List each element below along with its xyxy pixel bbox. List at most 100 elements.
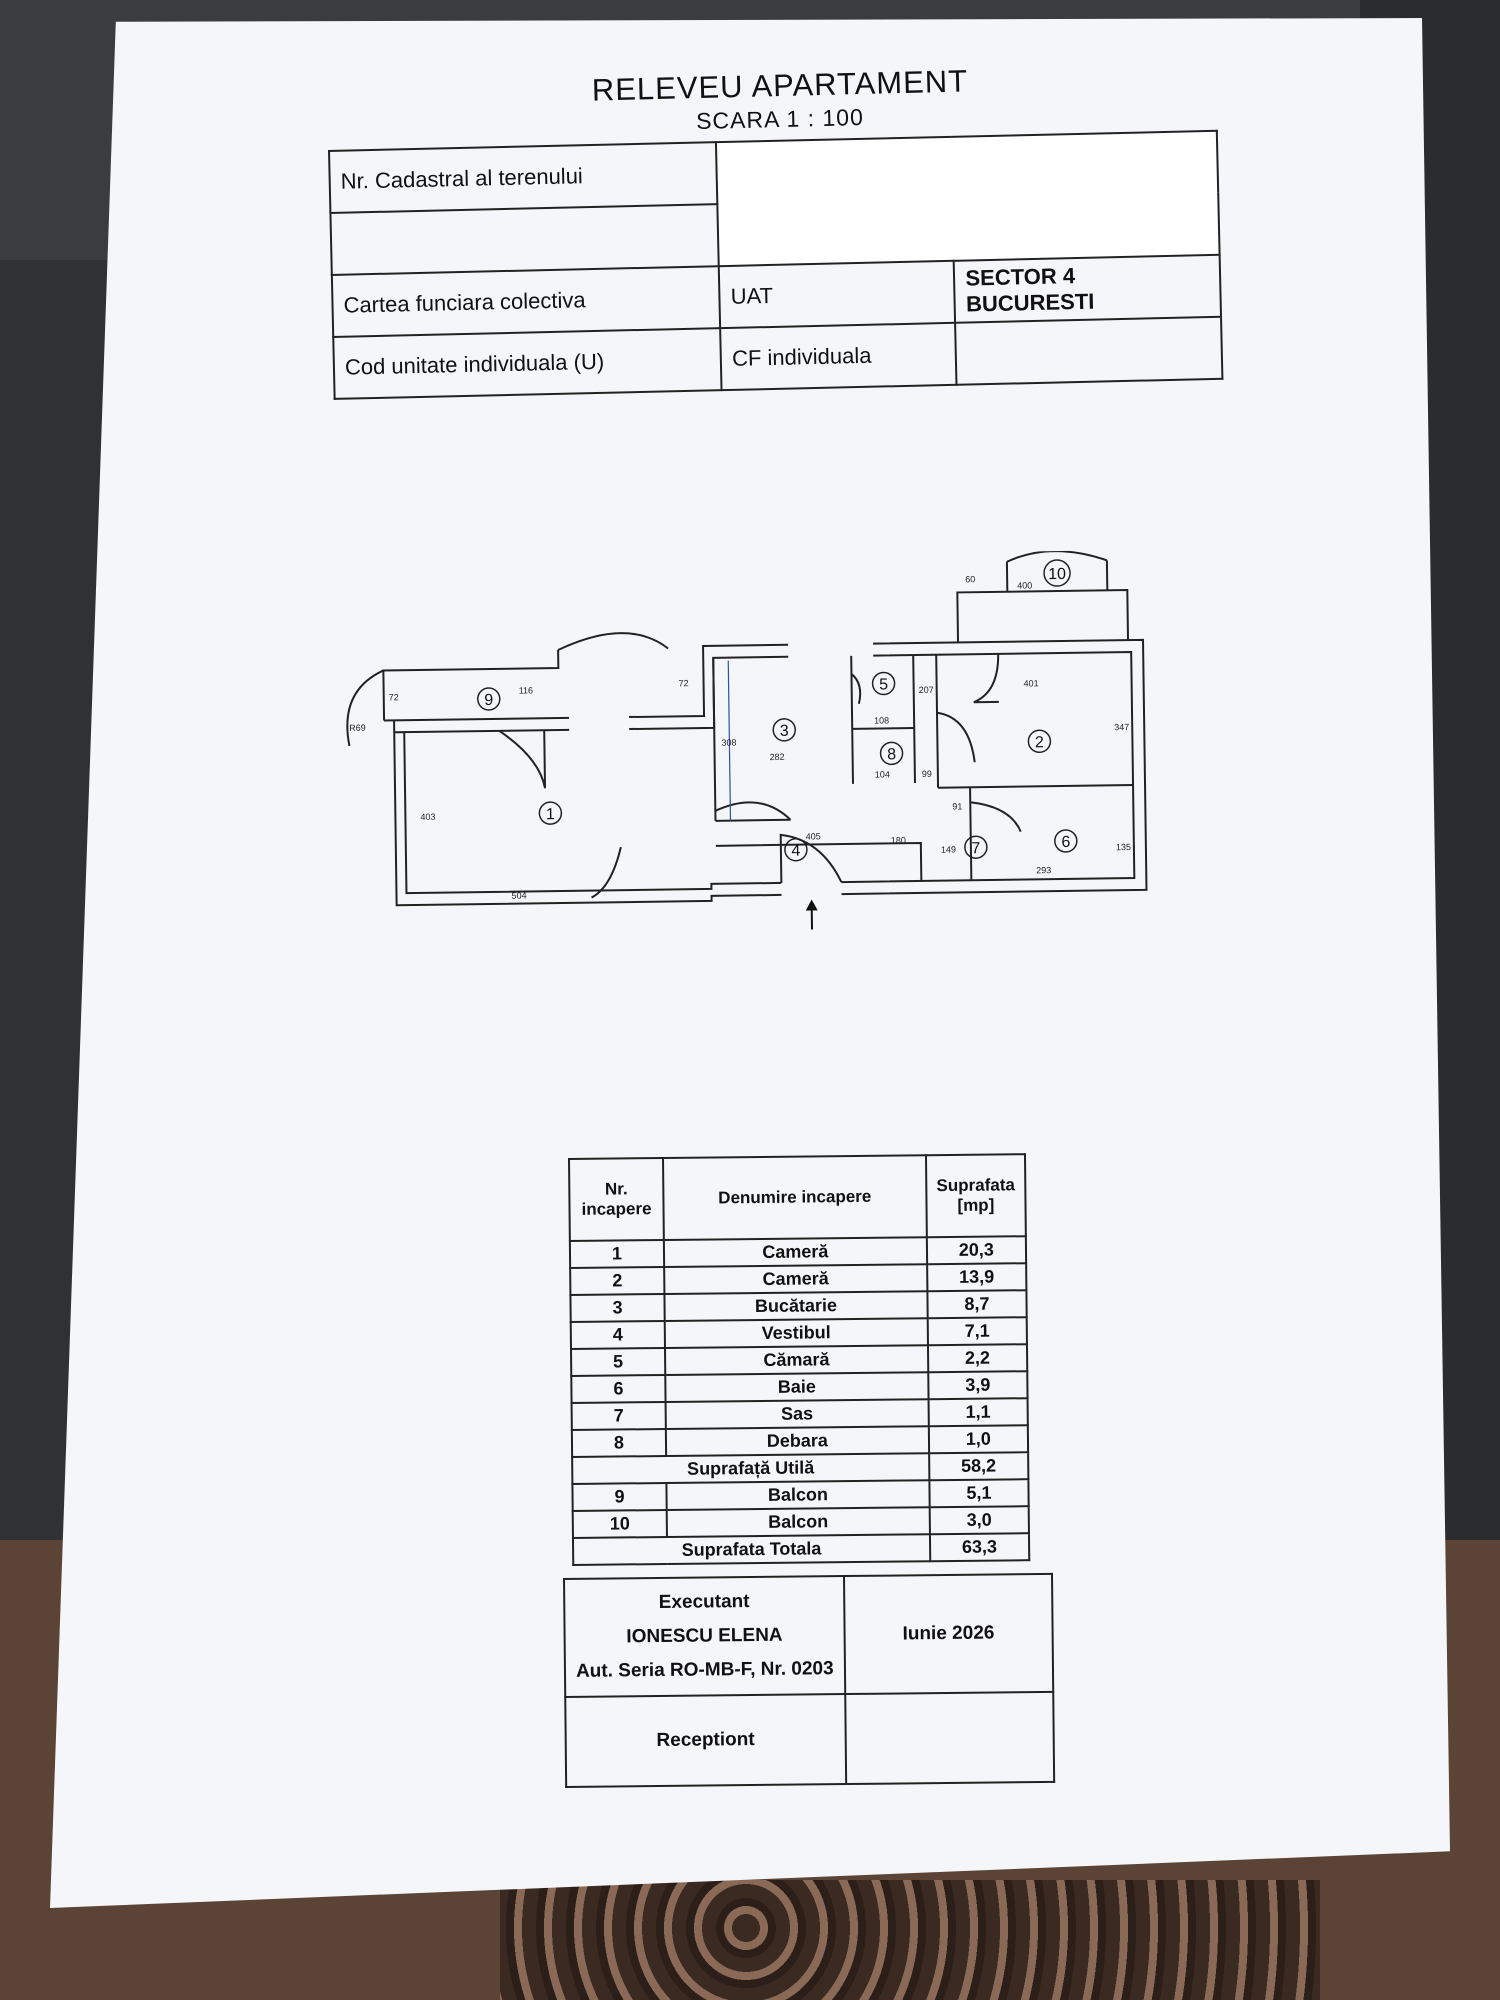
row-nr: 10 — [572, 1509, 667, 1538]
suprafata-totala-label: Suprafata Totala — [572, 1534, 930, 1565]
dim-400: 400 — [1017, 580, 1032, 590]
row-nr: 7 — [571, 1401, 666, 1430]
row-name: Vestibul — [664, 1318, 928, 1348]
room-marker-4: 4 — [784, 837, 808, 862]
suprafata-utila-label: Suprafață Utilă — [572, 1453, 930, 1484]
room-marker-7: 7 — [964, 835, 988, 859]
door-swing-balcony-9 — [498, 730, 547, 789]
header-nr: Nr. incapere — [569, 1158, 664, 1241]
dim-60: 60 — [965, 574, 975, 584]
dim-347: 347 — [1114, 722, 1129, 732]
cadastral-label: Nr. Cadastral al terenului — [329, 142, 718, 213]
dim-104: 104 — [875, 769, 890, 779]
wall-bath-top — [938, 784, 1134, 789]
signature-table: Executant IONESCU ELENA Aut. Seria RO-MB… — [563, 1573, 1055, 1788]
cod-unitate-label: Cod unitate individuala (U) — [333, 328, 722, 399]
balcony-9-rail — [382, 650, 560, 721]
balcony-10-rail — [956, 589, 1130, 643]
row-nr: 6 — [571, 1374, 666, 1403]
wall-pantry-bottom — [852, 727, 915, 730]
date-cell: Iunie 2026 — [843, 1573, 1054, 1695]
fabric-pattern — [500, 1880, 1320, 2000]
floor-plan: 504 403 308 282 405 180 108 207 104 99 9… — [346, 550, 1148, 930]
row-area: 7,1 — [927, 1317, 1027, 1346]
row-nr: 4 — [570, 1320, 665, 1349]
receptionist-label: Receptiont — [565, 1694, 846, 1787]
uat-value: SECTOR 4 BUCURESTI — [954, 254, 1222, 323]
executant-label: Executant — [658, 1591, 750, 1613]
row-nr: 8 — [571, 1428, 667, 1457]
row-area: 13,9 — [926, 1263, 1027, 1292]
room-marker-3: 3 — [772, 718, 796, 742]
svg-text:1: 1 — [546, 806, 555, 823]
header-name: Denumire incapere — [662, 1155, 927, 1241]
dim-401: 401 — [1024, 678, 1039, 688]
row-name: Baie — [665, 1372, 929, 1402]
door-swing-kitchen — [714, 801, 792, 821]
executant-cell: Executant IONESCU ELENA Aut. Seria RO-MB… — [564, 1576, 845, 1697]
wall-pantry-right — [912, 655, 916, 784]
row-name: Cameră — [663, 1237, 927, 1267]
door-swing-room1 — [591, 846, 622, 899]
door-swing-entrance — [779, 833, 843, 883]
dim-403: 403 — [420, 812, 435, 822]
row-name: Cameră — [664, 1264, 928, 1294]
room-marker-1: 1 — [538, 801, 563, 825]
row-area: 3,9 — [928, 1371, 1028, 1400]
svg-text:9: 9 — [484, 692, 493, 709]
door-swing-bath — [970, 801, 1022, 832]
balcony-10-sides — [1005, 560, 1109, 592]
row-nr: 5 — [571, 1347, 666, 1376]
svg-text:7: 7 — [971, 840, 980, 857]
dim-149: 149 — [941, 844, 956, 854]
balcony-9-round — [346, 669, 384, 747]
row-name: Debara — [665, 1426, 929, 1456]
door-swing-room2 — [973, 653, 1000, 704]
row-area: 20,3 — [926, 1236, 1027, 1265]
svg-text:8: 8 — [887, 746, 896, 763]
executant-auth: Aut. Seria RO-MB-F, Nr. 0203 — [575, 1658, 834, 1682]
entrance-arrow-icon — [805, 899, 818, 930]
wall-vestibul-storage — [715, 841, 923, 881]
row-nr: 1 — [569, 1240, 665, 1268]
room-marker-5: 5 — [871, 671, 896, 696]
room-marker-10: 10 — [1043, 559, 1071, 587]
dim-116: 116 — [519, 685, 533, 695]
paper-sheet — [50, 18, 1450, 1908]
wall-room2-left — [935, 654, 940, 788]
row-nr: 2 — [570, 1266, 665, 1295]
svg-text:4: 4 — [791, 843, 800, 860]
dim-99: 99 — [922, 769, 932, 779]
dim-207: 207 — [919, 685, 934, 695]
balcony-9-arc — [557, 632, 669, 651]
dim-405: 405 — [806, 831, 821, 841]
row-nr: 9 — [572, 1482, 667, 1511]
dim-135: 135 — [1116, 842, 1131, 852]
room-marker-9: 9 — [477, 687, 501, 711]
cadastral-empty-cell — [330, 204, 719, 275]
cf-individuala-label: CF individuala — [720, 322, 957, 391]
suprafata-utila-value: 58,2 — [928, 1452, 1029, 1481]
row-name: Sas — [665, 1399, 929, 1429]
wall-sas-right — [969, 787, 973, 881]
door-swing-sas — [936, 711, 976, 763]
row-area: 3,0 — [929, 1506, 1029, 1535]
uat-label: UAT — [718, 260, 956, 329]
dim-r69: R69 — [349, 723, 366, 733]
balcony-10-arc — [1006, 550, 1108, 563]
suprafata-totala-value: 63,3 — [929, 1533, 1030, 1562]
row-nr: 3 — [570, 1293, 665, 1322]
dim-293: 293 — [1036, 865, 1051, 875]
row-name: Cămară — [664, 1345, 929, 1375]
dim-180: 180 — [891, 835, 906, 845]
dim-91: 91 — [952, 801, 962, 811]
room-marker-8: 8 — [879, 741, 904, 766]
uat-value-line2: BUCURESTI — [965, 288, 1095, 317]
row-area: 5,1 — [929, 1479, 1029, 1508]
receptionist-signature-cell — [844, 1691, 1055, 1785]
svg-text:3: 3 — [780, 723, 789, 740]
svg-text:6: 6 — [1061, 834, 1070, 851]
outer-wall-outer — [384, 638, 1148, 907]
svg-text:2: 2 — [1035, 734, 1044, 751]
